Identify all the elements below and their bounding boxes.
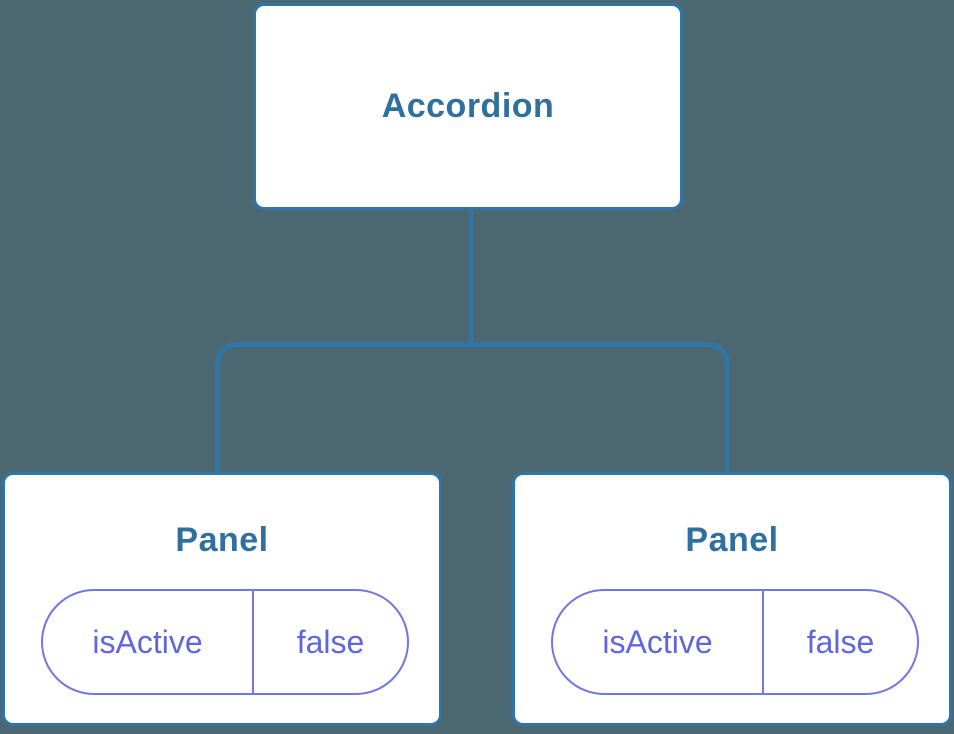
connector-branch-bracket — [215, 342, 730, 472]
state-value-label: false — [806, 623, 875, 660]
accordion-node: Accordion — [253, 3, 683, 210]
state-key-label: isActive — [553, 591, 764, 693]
state-key-label: isActive — [43, 591, 254, 693]
panel-node-right: Panel isActive false — [512, 472, 952, 726]
state-pill: isActive false — [41, 589, 409, 695]
state-value-label: false — [296, 623, 365, 660]
accordion-node-label: Accordion — [381, 87, 555, 125]
panel-node-label: Panel — [685, 521, 779, 559]
panel-node-label: Panel — [175, 521, 269, 559]
panel-node-left: Panel isActive false — [2, 472, 442, 726]
connector-root-stub — [469, 209, 474, 345]
state-pill: isActive false — [551, 589, 919, 695]
